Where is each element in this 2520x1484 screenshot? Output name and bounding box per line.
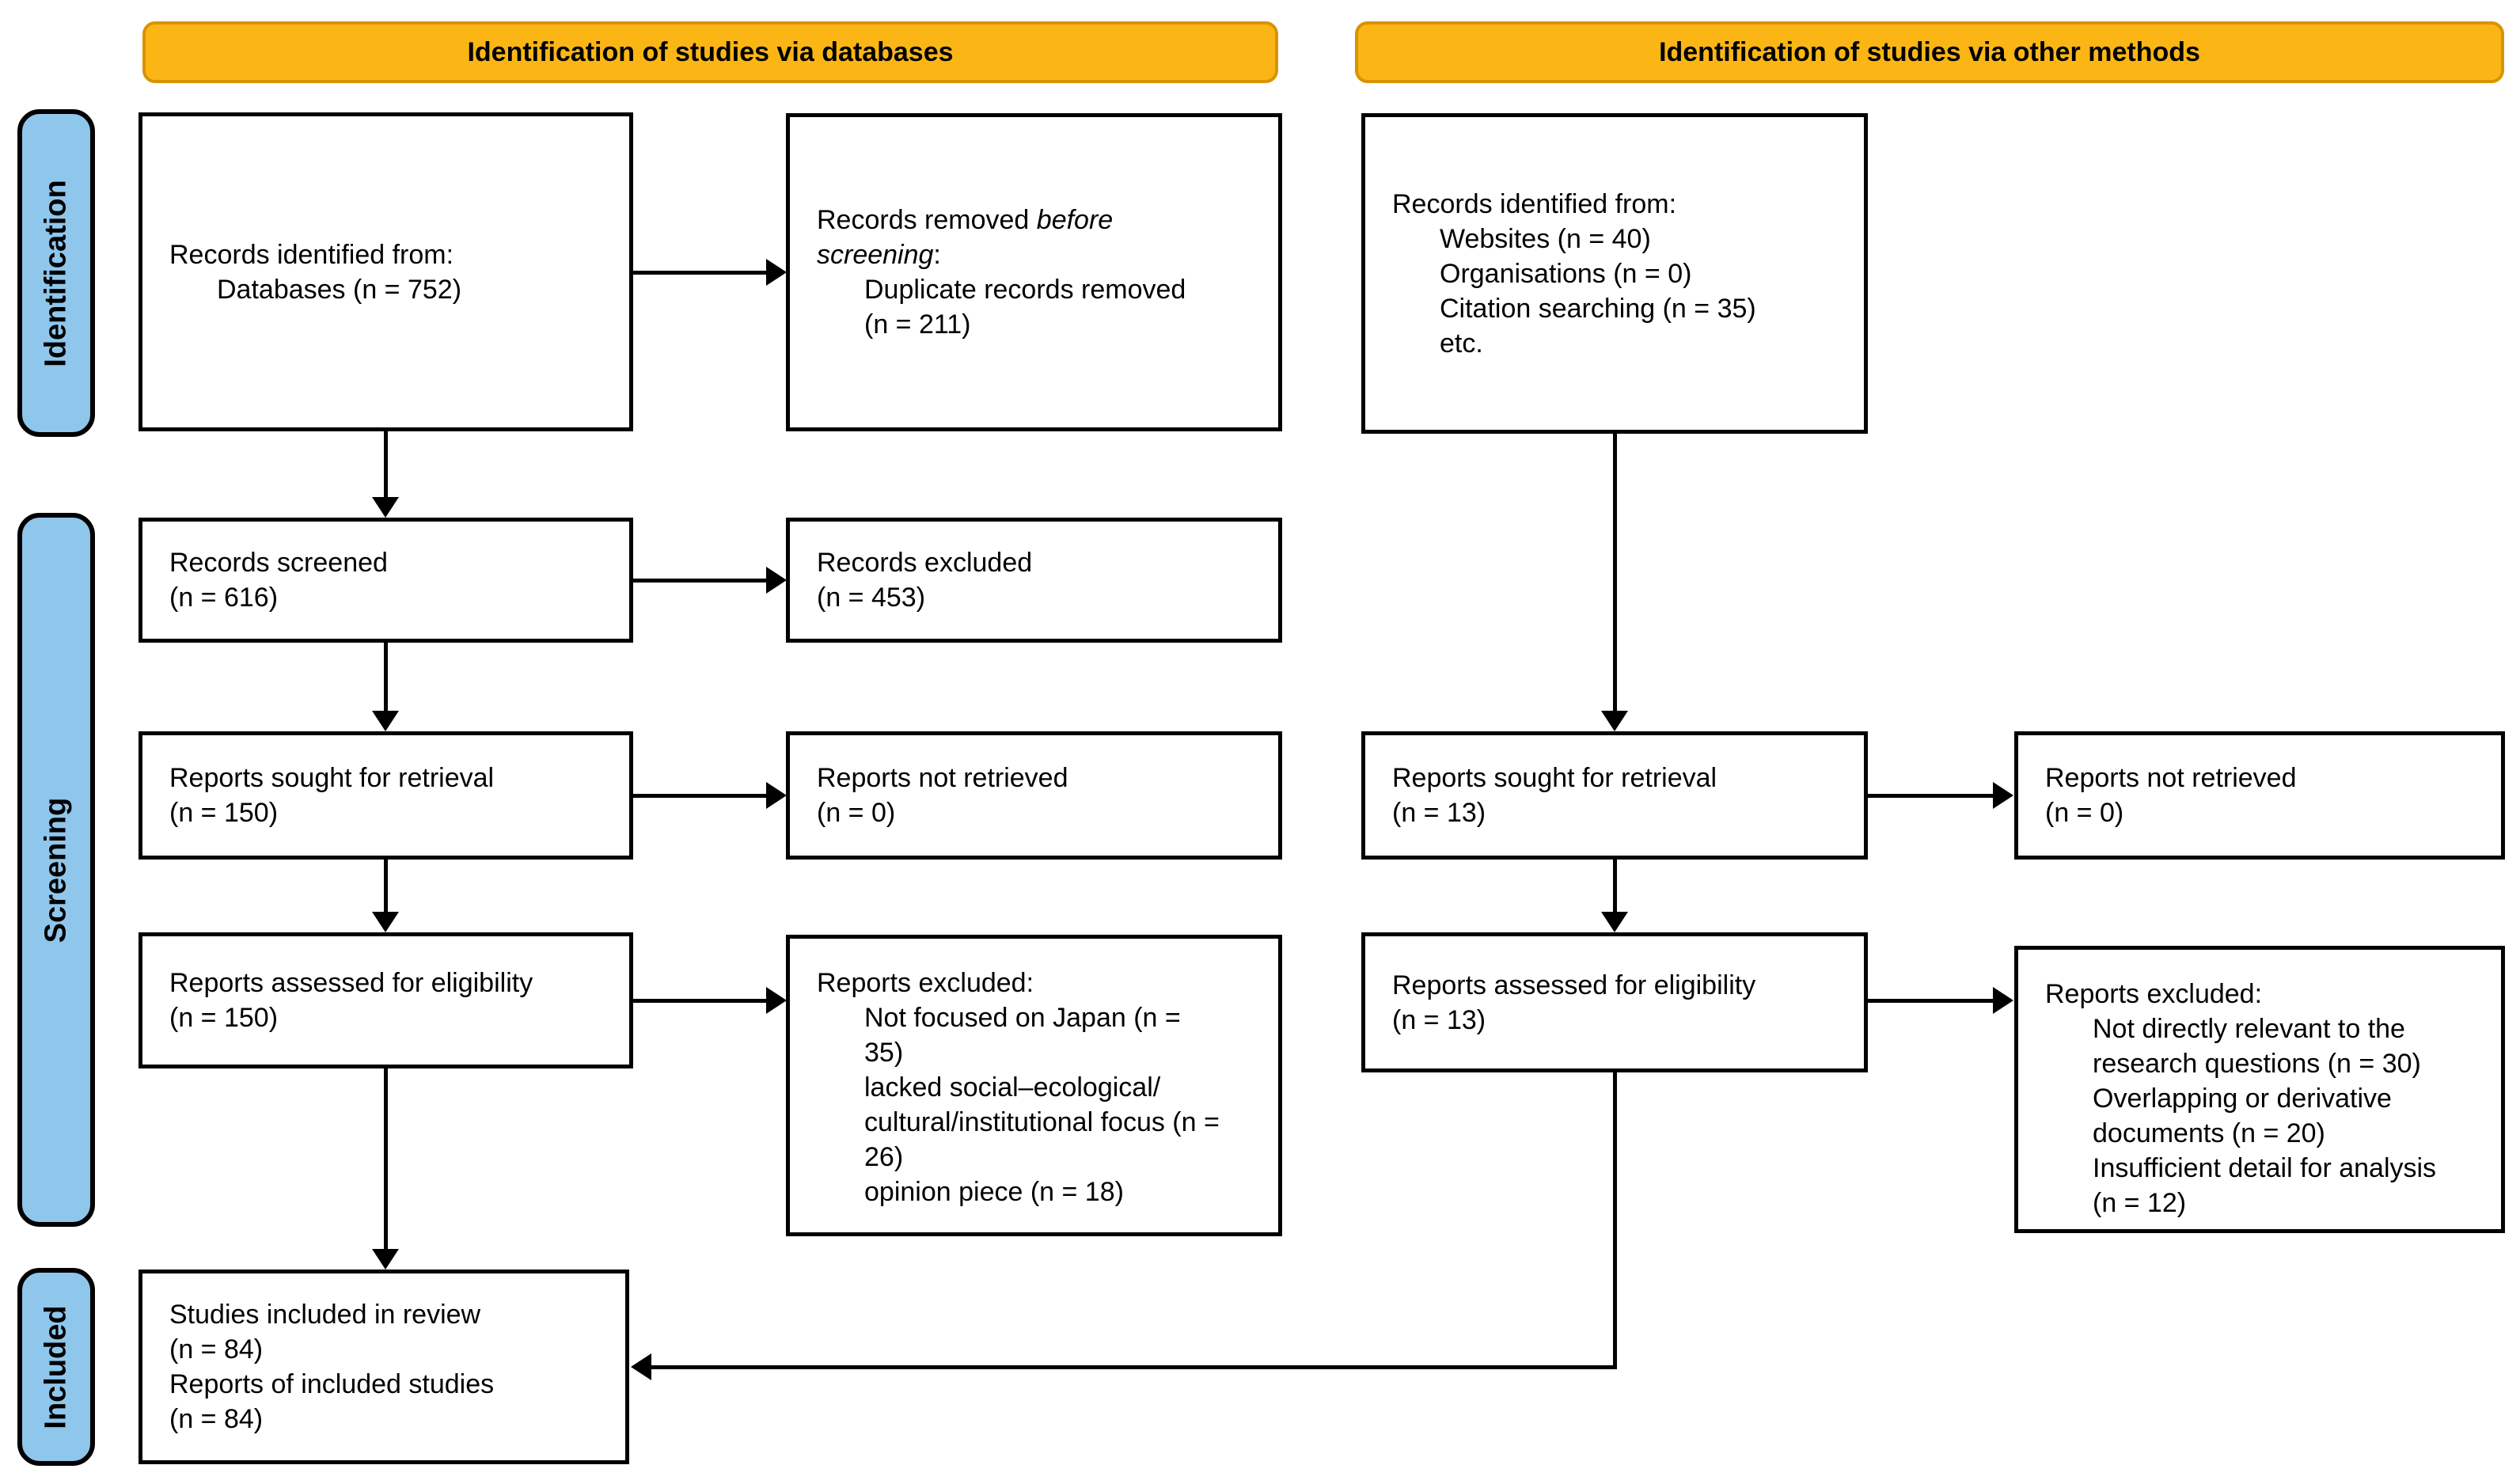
box-text-line: Organisations (n = 0) [1440, 258, 1692, 289]
arrow-sought-to-assessed-other-head [1601, 912, 1628, 932]
arrow-screened-to-sought-head [372, 711, 399, 731]
box-text-line: Reports assessed for eligibility [1392, 970, 1756, 1000]
stage-included-label: Included [39, 1304, 73, 1429]
box-text-line: Duplicate records removed (n = 211) [864, 275, 1186, 340]
arrow-sought-to-assessed-db-line [384, 860, 388, 913]
box-reports-excluded-databases: Reports excluded: Not focused on Japan (… [786, 935, 1282, 1236]
box-text-line: (n = 13) [1392, 1004, 1486, 1035]
box-text-line: Studies included in review [169, 1300, 481, 1330]
arrow-identified-to-screened-head [372, 497, 399, 518]
box-studies-included: Studies included in review (n = 84) Repo… [139, 1270, 629, 1464]
box-reports-assessed-other: Reports assessed for eligibility (n = 13… [1361, 932, 1868, 1072]
box-text-line: Records removed before [817, 203, 1262, 237]
box-text-line: opinion piece (n = 18) [864, 1177, 1124, 1207]
box-text-line: Reports sought for retrieval [169, 763, 495, 793]
arrow-assessed-to-included-line [384, 1068, 388, 1251]
box-text-line: Insufficient detail for analysis (n = 12… [2093, 1153, 2437, 1218]
box-text-line: Overlapping or derivative documents (n =… [2093, 1084, 2392, 1148]
stage-screening: Screening [17, 513, 95, 1227]
banner-other-methods-label: Identification of studies via other meth… [1659, 36, 2200, 67]
box-records-identified-other-methods: Records identified from: Websites (n = 4… [1361, 113, 1868, 434]
box-records-screened: Records screened (n = 616) [139, 518, 633, 643]
arrow-identified-other-to-sought-line [1613, 434, 1617, 712]
box-text-line: Not focused on Japan (n = 35) [864, 1003, 1181, 1068]
banner-identification-via-databases: Identification of studies via databases [142, 21, 1278, 83]
box-reports-excluded-other: Reports excluded: Not directly relevant … [2014, 946, 2505, 1233]
box-text-line: (n = 0) [2045, 798, 2124, 828]
arrow-assessed-to-excluded-db-line [633, 999, 769, 1003]
box-text-line: (n = 13) [1392, 798, 1486, 828]
box-text-italic: before [1036, 205, 1114, 235]
arrow-screened-to-excluded-head [766, 567, 787, 594]
box-text-line: Records identified from: [169, 239, 454, 270]
box-reports-not-retrieved-other: Reports not retrieved (n = 0) [2014, 731, 2505, 860]
stage-identification: Identification [17, 109, 95, 437]
box-text-line: (n = 616) [169, 583, 279, 613]
box-reports-not-retrieved-databases: Reports not retrieved (n = 0) [786, 731, 1282, 860]
box-text-line: (n = 84) [169, 1334, 264, 1364]
banner-identification-via-other-methods: Identification of studies via other meth… [1355, 21, 2504, 83]
arrow-assessed-to-excluded-db-head [766, 987, 787, 1014]
box-text-italic: screening [817, 240, 934, 270]
box-text-line: Records excluded [817, 548, 1033, 578]
stage-identification-label: Identification [39, 179, 73, 367]
box-text-line: Reports of included studies [169, 1369, 495, 1399]
connector-assessed-other-to-included-head [631, 1353, 651, 1380]
stage-included: Included [17, 1268, 95, 1466]
box-text-line: Reports sought for retrieval [1392, 763, 1717, 793]
box-text-segment: Records removed [817, 205, 1037, 235]
arrow-sought-to-notretrieved-other-line [1868, 794, 1996, 798]
stage-screening-label: Screening [39, 797, 73, 943]
arrow-identified-to-screened-line [384, 431, 388, 499]
arrow-assessed-to-included-head [372, 1249, 399, 1270]
box-reports-sought-databases: Reports sought for retrieval (n = 150) [139, 731, 633, 860]
box-text-line: Reports assessed for eligibility [169, 968, 533, 998]
box-text-line: (n = 84) [169, 1404, 264, 1434]
box-records-identified-databases: Records identified from: Databases (n = … [139, 112, 633, 431]
connector-assessed-other-to-included-line [651, 1365, 1615, 1369]
arrow-identified-other-to-sought-head [1601, 711, 1628, 731]
box-text-line: Databases (n = 752) [217, 274, 462, 305]
box-text-line: (n = 150) [169, 798, 279, 828]
arrow-identified-to-removed-line [633, 271, 769, 275]
box-records-excluded: Records excluded (n = 453) [786, 518, 1282, 643]
arrow-screened-to-sought-line [384, 643, 388, 712]
box-text-line: (n = 0) [817, 798, 896, 828]
box-records-removed-before-screening: Records removed before screening: Duplic… [786, 113, 1282, 431]
box-text-line: Reports excluded: [817, 968, 1034, 998]
connector-assessed-other-down-line [1613, 1072, 1617, 1369]
arrow-sought-to-notretrieved-db-head [766, 782, 787, 809]
box-reports-assessed-databases: Reports assessed for eligibility (n = 15… [139, 932, 633, 1068]
box-text-line: (n = 453) [817, 583, 926, 613]
arrow-sought-to-assessed-other-line [1613, 860, 1617, 913]
arrow-assessed-to-excluded-other-line [1868, 999, 1996, 1003]
box-text-line: Citation searching (n = 35) [1440, 293, 1756, 324]
banner-databases-label: Identification of studies via databases [467, 36, 954, 67]
box-text-line: screening: [817, 237, 1262, 272]
arrow-sought-to-assessed-db-head [372, 912, 399, 932]
box-text-line: Records identified from: [1392, 188, 1677, 219]
box-text-line: (n = 150) [169, 1003, 279, 1033]
arrow-identified-to-removed-head [766, 259, 787, 286]
box-text-line: Reports not retrieved [817, 763, 1068, 793]
box-text-line: Records screened [169, 548, 388, 578]
box-text-line: Websites (n = 40) [1440, 223, 1651, 254]
box-text-line: Not directly relevant to the research qu… [2093, 1014, 2421, 1079]
arrow-screened-to-excluded-line [633, 579, 769, 583]
arrow-sought-to-notretrieved-db-line [633, 794, 769, 798]
box-reports-sought-other: Reports sought for retrieval (n = 13) [1361, 731, 1868, 860]
box-text-line: lacked social–ecological/ cultural/insti… [864, 1072, 1220, 1172]
box-text-line: Reports not retrieved [2045, 763, 2297, 793]
box-text-line: etc. [1440, 328, 1483, 359]
arrow-assessed-to-excluded-other-head [1993, 987, 2013, 1014]
box-text-line: Reports excluded: [2045, 979, 2263, 1009]
arrow-sought-to-notretrieved-other-head [1993, 782, 2013, 809]
box-text-segment: : [933, 240, 941, 270]
